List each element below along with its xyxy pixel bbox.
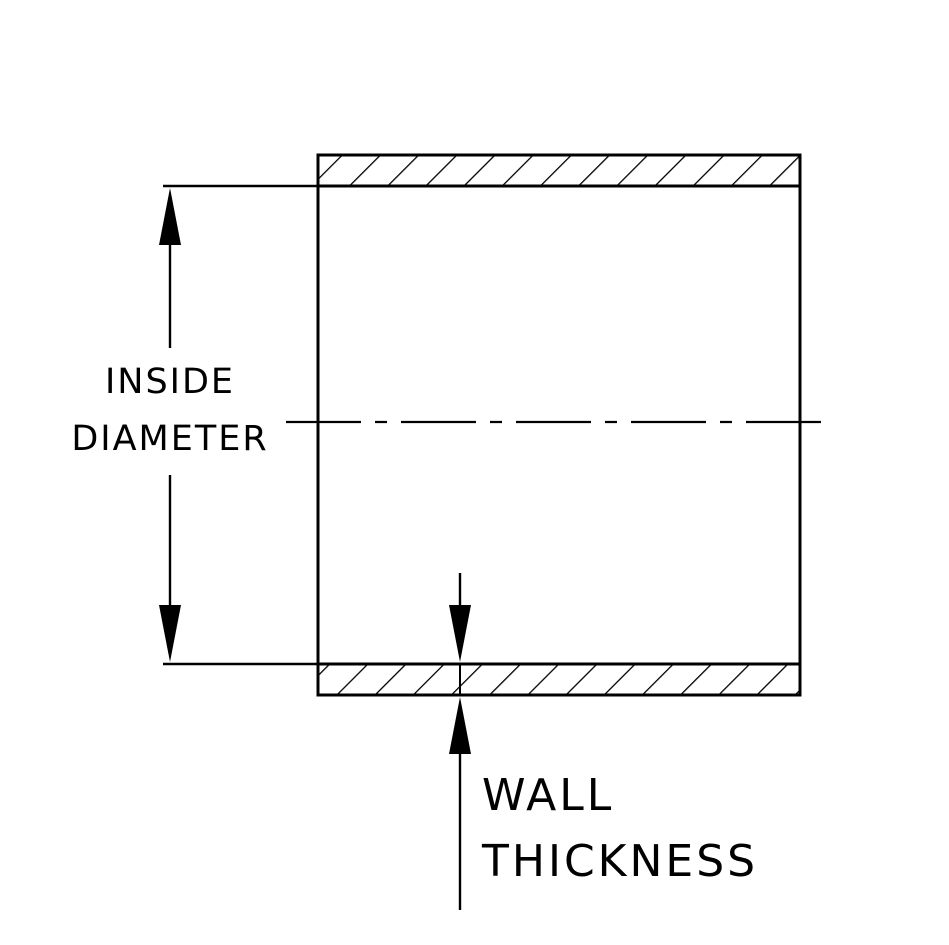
wall-thickness-label-line1: WALL (482, 770, 614, 821)
inside-diameter-arrow-up-icon (159, 188, 181, 245)
inside-diameter-arrow-down-icon (159, 605, 181, 662)
wall-thickness-label-line2: THICKNESS (481, 836, 758, 887)
inside-diameter-label-line2: DIAMETER (71, 419, 268, 459)
wall-thickness-arrow-up-icon (449, 697, 471, 754)
tube-body-outline (316, 153, 802, 697)
wall-thickness-arrow-down-icon (449, 605, 471, 662)
top-wall-hatched-section (316, 153, 802, 188)
bottom-wall-hatched-section (316, 662, 802, 697)
inside-diameter-label-line1: INSIDE (105, 362, 235, 402)
